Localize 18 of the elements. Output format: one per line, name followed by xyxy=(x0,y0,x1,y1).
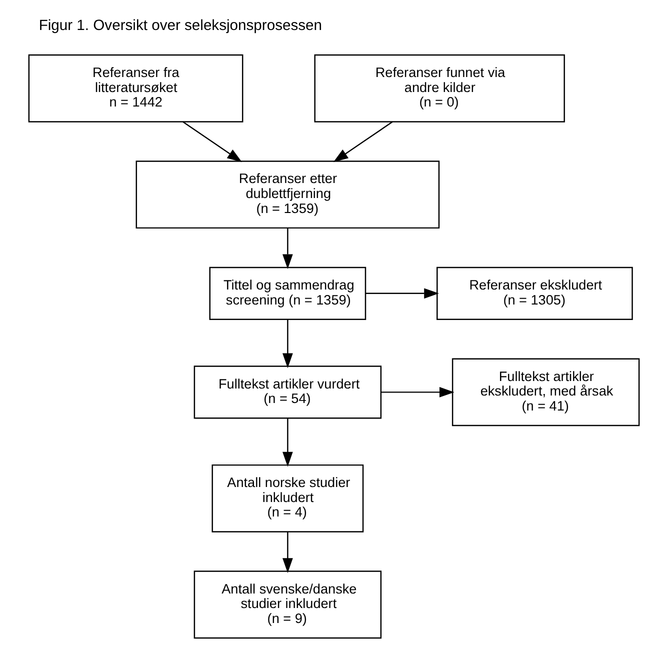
node-box: Referanser etter dublettfjerning (n = 1359) xyxy=(136,160,440,229)
node-box: Referanser fra litteratursøket n = 1442 xyxy=(28,54,244,122)
node-box: Tittel og sammendrag screening (n = 1359) xyxy=(209,266,366,320)
node-box: Fulltekst artikler vurdert (n = 54) xyxy=(194,366,382,419)
arrow xyxy=(366,288,439,299)
node-box: Antall svenske/danske studier inkludert (n = 9) xyxy=(194,570,382,639)
arrow xyxy=(282,319,293,368)
node-box: Referanser funnet via andre kilder (n = 0) xyxy=(314,54,565,122)
diagram-title: Figur 1. Oversikt over seleksjonsprosessen xyxy=(38,18,322,34)
arrow xyxy=(282,418,293,467)
node-box: Antall norske studier inkludert (n = 4) xyxy=(212,464,364,532)
arrow xyxy=(333,121,393,162)
arrow xyxy=(282,228,293,270)
arrow xyxy=(182,121,242,162)
arrow xyxy=(282,532,293,574)
arrow xyxy=(380,387,454,398)
node-box: Referanser ekskludert (n = 1305) xyxy=(436,266,633,320)
node-box: Fulltekst artikler ekskludert, med årsak (n = 41) xyxy=(452,358,640,426)
